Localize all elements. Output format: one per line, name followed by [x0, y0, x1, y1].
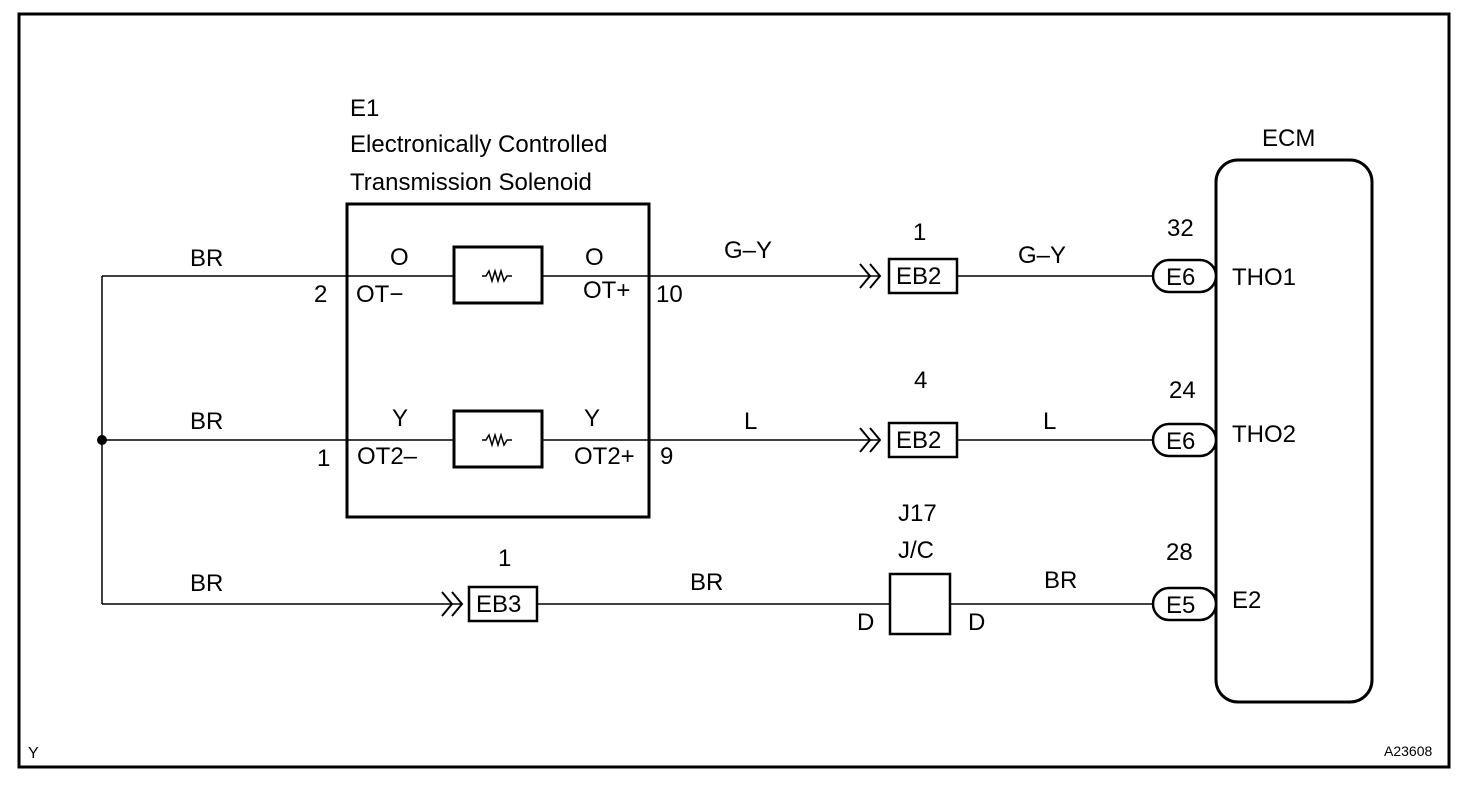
wire-color-label: L — [744, 408, 757, 435]
terminal-label: OT+ — [583, 277, 630, 304]
ecm-terminal-label: THO2 — [1232, 421, 1296, 448]
connector-eb2-row1 — [887, 257, 959, 295]
connector-label: EB2 — [896, 263, 941, 290]
wire-color-label: BR — [190, 245, 223, 272]
ecm-connector-label: E5 — [1166, 592, 1195, 619]
jc-terminal-right: D — [968, 609, 985, 636]
jc-id: J17 — [898, 500, 937, 527]
pin-number: 1 — [913, 219, 926, 246]
ecm-connector-label: E6 — [1166, 428, 1195, 455]
component-name-line1: Electronically Controlled — [350, 131, 607, 158]
ecm-connector-label: E6 — [1166, 264, 1195, 291]
pin-number: 32 — [1167, 215, 1194, 242]
ecm-terminal-label: E2 — [1232, 587, 1261, 614]
diagram-frame — [17, 12, 1451, 769]
component-name-line2: Transmission Solenoid — [350, 169, 592, 196]
resistor-1 — [452, 245, 544, 305]
connector-label: EB3 — [476, 591, 521, 618]
pin-number: 1 — [498, 545, 511, 572]
connector-chevron-icon — [441, 591, 454, 617]
figure-code: A23608 — [1384, 743, 1432, 759]
ecm-title: ECM — [1262, 125, 1315, 152]
wire-color-label: G–Y — [1018, 242, 1066, 269]
wire-color-label: BR — [190, 408, 223, 435]
terminal-label: OT− — [356, 281, 403, 308]
pin-number: 24 — [1169, 377, 1196, 404]
wire-color-label: L — [1043, 408, 1056, 435]
connector-eb3 — [467, 585, 539, 623]
resistor-2 — [452, 409, 544, 469]
connector-chevron-icon — [451, 591, 464, 617]
wire-color-label: BR — [690, 569, 723, 596]
resistor-2-symbol — [482, 432, 512, 448]
ecm-connector-row3 — [1151, 586, 1218, 622]
pin-number: 28 — [1166, 539, 1193, 566]
wire-color-label: BR — [1044, 567, 1077, 594]
terminal-label: OT2+ — [574, 443, 635, 470]
connector-chevron-icon — [869, 427, 882, 453]
wire-color-label: BR — [190, 570, 223, 597]
jc-label: J/C — [898, 537, 934, 564]
ecm-terminal-label: THO1 — [1232, 264, 1296, 291]
pin-number: 10 — [656, 281, 683, 308]
jc-terminal-left: D — [857, 609, 874, 636]
connector-chevron-icon — [869, 263, 882, 289]
pin-number: 4 — [914, 367, 927, 394]
wire-color-label: O — [390, 244, 409, 271]
footer-left-label: Y — [28, 745, 39, 762]
solenoid-box — [345, 202, 651, 519]
connector-label: EB2 — [896, 427, 941, 454]
wire-color-label: Y — [584, 405, 600, 432]
wire-color-label: G–Y — [724, 237, 772, 264]
connector-eb2-row2 — [887, 421, 959, 459]
pin-number: 9 — [660, 443, 673, 470]
terminal-label: OT2– — [357, 443, 418, 470]
pin-number: 2 — [314, 281, 327, 308]
ecm-box — [1214, 158, 1374, 704]
connector-chevron-icon — [859, 263, 872, 289]
resistor-1-symbol — [482, 268, 512, 284]
connector-chevron-icon — [859, 427, 872, 453]
wire-color-label: Y — [392, 405, 408, 432]
component-id: E1 — [350, 95, 379, 122]
wire-color-label: O — [585, 244, 604, 271]
junction-connector-box — [888, 572, 952, 636]
ecm-connector-row1 — [1151, 258, 1218, 294]
ecm-connector-row2 — [1151, 422, 1218, 458]
pin-number: 1 — [317, 445, 330, 472]
